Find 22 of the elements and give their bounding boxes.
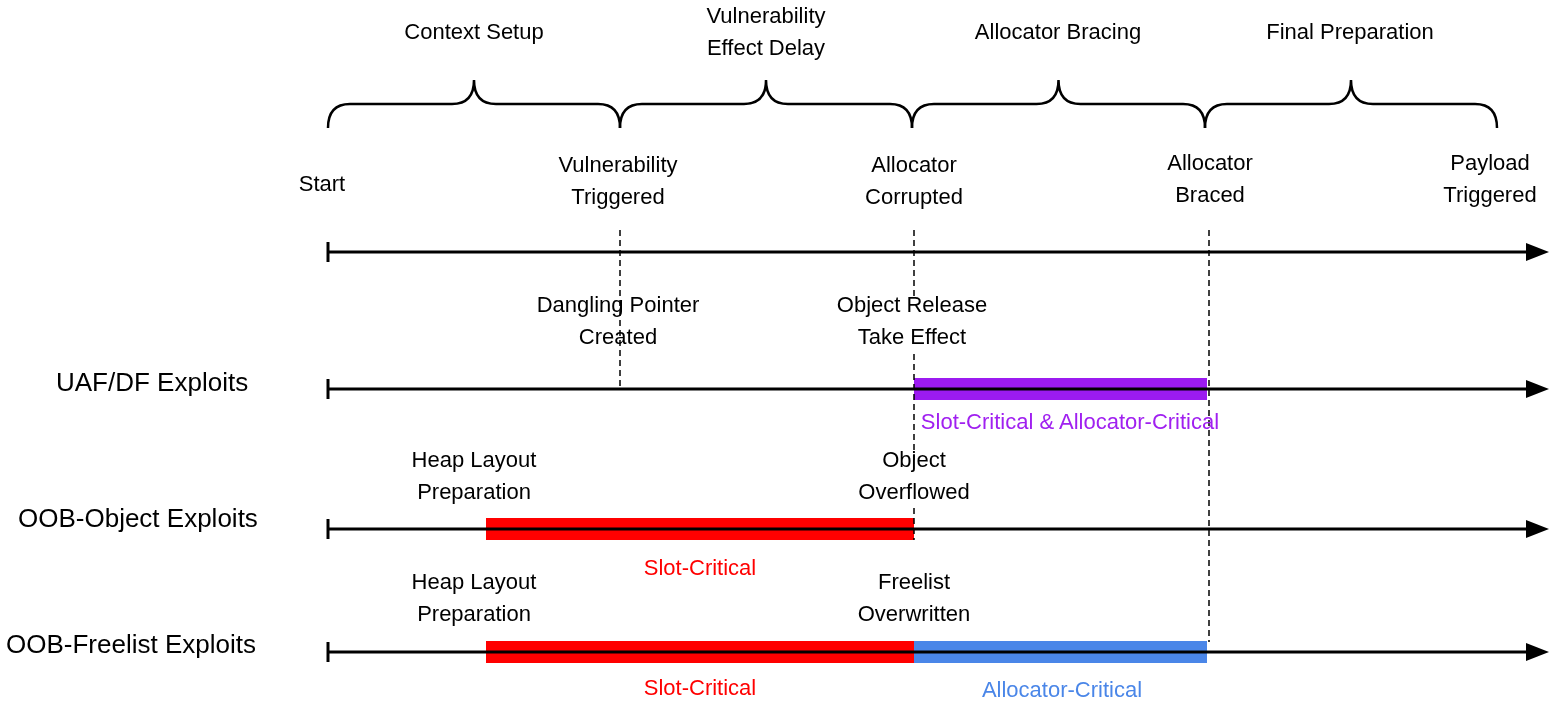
event-label: Dangling Pointer Created: [536, 292, 700, 349]
event-label: Heap Layout Preparation: [411, 569, 537, 626]
criticality-label: Slot-Critical: [643, 555, 757, 581]
phase-label: Context Setup: [404, 19, 544, 45]
phase-label: Vulnerability Effect Delay: [706, 3, 826, 60]
criticality-label: Slot-Critical & Allocator-Critical: [920, 409, 1220, 435]
phase-label: Allocator Bracing: [974, 19, 1142, 45]
phase-label: Final Preparation: [1266, 19, 1434, 45]
criticality-label: Allocator-Critical: [981, 677, 1143, 703]
event-label: Object Overflowed: [858, 447, 970, 504]
event-label: Vulnerability Triggered: [558, 152, 678, 209]
criticality-label: Slot-Critical: [643, 675, 757, 701]
event-label: Allocator Braced: [1167, 150, 1253, 207]
event-label: Heap Layout Preparation: [411, 447, 537, 504]
event-label: Payload Triggered: [1443, 150, 1537, 207]
event-label: Allocator Corrupted: [865, 152, 963, 209]
event-label: Start: [298, 171, 346, 197]
event-label: Freelist Overwritten: [857, 569, 971, 626]
track-label: OOB-Freelist Exploits: [6, 629, 256, 660]
track-label: OOB-Object Exploits: [18, 503, 258, 534]
event-label: Object Release Take Effect: [836, 292, 988, 349]
track-label: UAF/DF Exploits: [56, 367, 249, 398]
